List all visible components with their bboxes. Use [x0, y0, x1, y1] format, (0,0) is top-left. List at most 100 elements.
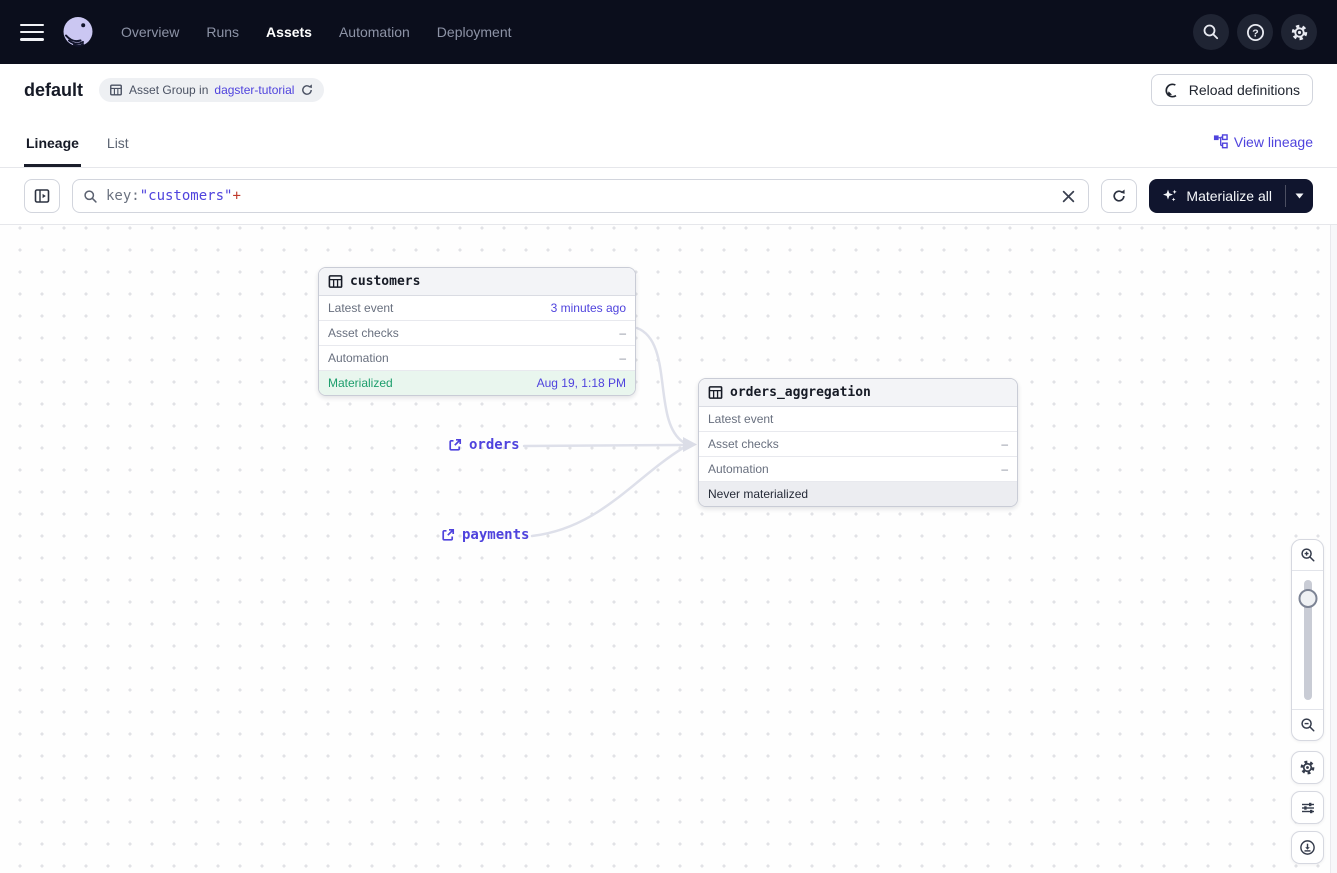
nav-item-deployment[interactable]: Deployment [436, 24, 512, 40]
lineage-toolbar: key:"customers"+ Materialize all [0, 168, 1337, 225]
external-link-icon [449, 438, 462, 451]
reload-definitions-button[interactable]: Reload definitions [1150, 74, 1313, 106]
external-link-icon [442, 528, 455, 541]
top-nav-bar: Overview Runs Assets Automation Deployme… [0, 0, 1337, 64]
main-nav: Overview Runs Assets Automation Deployme… [121, 24, 512, 40]
lineage-edges [522, 326, 697, 538]
zoom-slider-thumb[interactable] [1298, 589, 1317, 608]
close-icon [1062, 190, 1075, 202]
asset-search-input[interactable]: key:"customers"+ [72, 179, 1090, 213]
sync-icon[interactable] [300, 83, 314, 97]
caret-down-icon [1295, 193, 1304, 199]
row-label: Latest event [708, 412, 774, 426]
table-icon [328, 275, 343, 288]
status-label: Materialized [328, 376, 393, 390]
row-value: – [619, 326, 626, 340]
asset-node-header: orders_aggregation [699, 379, 1017, 407]
zoom-out-icon [1300, 718, 1314, 732]
asset-row-automation: Automation – [699, 457, 1017, 482]
asset-node-header: customers [319, 268, 635, 296]
svg-text:?: ? [1252, 27, 1258, 39]
download-graph-button[interactable] [1291, 831, 1324, 864]
row-value[interactable]: 3 minutes ago [550, 301, 626, 315]
filter-sliders-icon [1301, 802, 1314, 813]
asset-row-automation: Automation – [319, 346, 635, 371]
zoom-slider[interactable] [1292, 570, 1323, 710]
tab-list[interactable]: List [106, 135, 129, 151]
external-asset-orders[interactable]: orders [448, 437, 520, 453]
external-asset-payments[interactable]: payments [441, 527, 529, 543]
table-icon [110, 84, 122, 96]
gear-icon [1291, 24, 1307, 40]
asset-node-orders-aggregation[interactable]: orders_aggregation Latest event Asset ch… [698, 378, 1018, 507]
materialize-options-dropdown[interactable] [1286, 179, 1313, 213]
help-icon: ? [1246, 23, 1264, 41]
materialize-all-button-group: Materialize all [1149, 179, 1313, 213]
asset-status-never-materialized: Never materialized [699, 482, 1017, 506]
external-asset-label: payments [462, 527, 530, 543]
asset-node-customers[interactable]: customers Latest event 3 minutes ago Ass… [318, 267, 636, 396]
asset-group-badge-text: Asset Group in [129, 83, 209, 97]
tab-lineage[interactable]: Lineage [24, 120, 81, 167]
zoom-out-button[interactable] [1292, 710, 1323, 740]
nav-item-runs[interactable]: Runs [206, 24, 240, 40]
zoom-slider-track[interactable] [1303, 580, 1312, 700]
row-label: Latest event [328, 301, 394, 315]
refresh-icon [1113, 189, 1126, 202]
search-icon [1203, 24, 1219, 40]
zoom-in-button[interactable] [1292, 540, 1323, 570]
zoom-controls [1291, 539, 1324, 741]
expand-panel-button[interactable] [24, 179, 60, 213]
row-value: – [619, 351, 626, 365]
gear-icon [1300, 760, 1315, 775]
user-settings-button[interactable] [1281, 14, 1317, 50]
external-asset-label: orders [469, 437, 520, 453]
nav-item-assets[interactable]: Assets [266, 24, 312, 40]
nav-item-overview[interactable]: Overview [121, 24, 180, 40]
sparkle-icon [1163, 189, 1178, 202]
view-lineage-link[interactable]: View lineage [1213, 134, 1313, 150]
asset-row-latest-event: Latest event 3 minutes ago [319, 296, 635, 321]
search-query-operator: + [232, 188, 241, 204]
status-label: Never materialized [708, 487, 809, 501]
status-timestamp[interactable]: Aug 19, 1:18 PM [536, 376, 626, 390]
dagster-logo[interactable] [61, 15, 95, 49]
magnifier-icon [84, 189, 97, 203]
lineage-graph-canvas[interactable]: customers Latest event 3 minutes ago Ass… [0, 225, 1337, 873]
nav-item-automation[interactable]: Automation [338, 24, 410, 40]
refresh-graph-button[interactable] [1101, 179, 1138, 213]
row-value: – [1001, 462, 1008, 476]
page-title: default [24, 79, 84, 100]
tabs-row: Lineage List View lineage [0, 116, 1337, 168]
graph-filters-button[interactable] [1291, 791, 1324, 824]
search-button[interactable] [1193, 14, 1229, 50]
help-button[interactable]: ? [1237, 14, 1273, 50]
asset-row-latest-event: Latest event [699, 407, 1017, 432]
search-query-prefix: key: [106, 188, 140, 204]
page-header: default Asset Group in dagster-tutorial … [0, 64, 1337, 116]
zoom-in-icon [1300, 548, 1314, 562]
search-query: key:"customers"+ [106, 188, 241, 204]
clear-search-button[interactable] [1056, 184, 1080, 208]
reload-definitions-label: Reload definitions [1188, 82, 1300, 98]
panel-expand-icon [34, 189, 50, 203]
asset-row-asset-checks: Asset checks – [699, 432, 1017, 457]
table-icon [708, 386, 723, 399]
search-query-value: "customers" [139, 188, 233, 204]
materialize-all-button[interactable]: Materialize all [1149, 179, 1285, 213]
graph-settings-button[interactable] [1291, 751, 1324, 784]
row-label: Automation [708, 462, 769, 476]
materialize-all-label: Materialize all [1186, 188, 1272, 204]
asset-name: customers [350, 274, 421, 289]
lineage-graph-icon [1213, 134, 1228, 149]
row-label: Asset checks [708, 437, 779, 451]
asset-row-asset-checks: Asset checks – [319, 321, 635, 346]
asset-status-materialized: Materialized Aug 19, 1:18 PM [319, 371, 635, 395]
code-location-link[interactable]: dagster-tutorial [214, 83, 295, 97]
hamburger-menu-icon[interactable] [20, 23, 44, 41]
row-value: – [1001, 437, 1008, 451]
graph-scrollbar[interactable] [1330, 225, 1337, 873]
row-label: Asset checks [328, 326, 399, 340]
view-lineage-label: View lineage [1233, 133, 1313, 150]
button-divider [1285, 185, 1286, 207]
